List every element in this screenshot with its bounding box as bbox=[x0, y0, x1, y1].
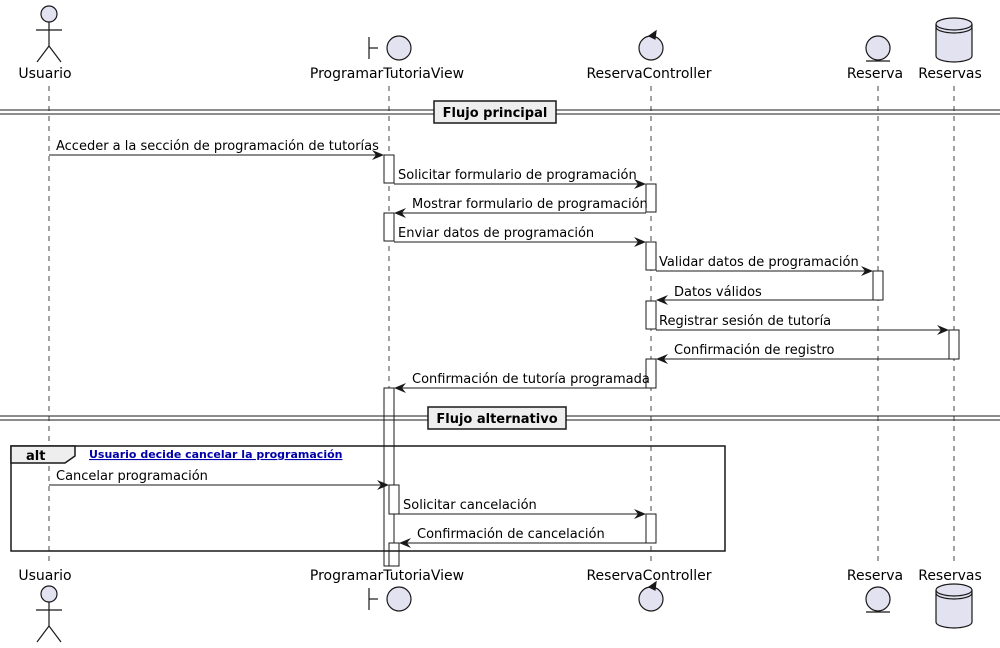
alt-condition: Usuario decide cancelar la programación bbox=[89, 448, 342, 461]
divider-label: Flujo alternativo bbox=[436, 412, 557, 427]
message-label: Solicitar cancelación bbox=[403, 498, 537, 513]
message-label: Datos válidos bbox=[674, 285, 762, 300]
message-label: Registrar sesión de tutoría bbox=[659, 314, 831, 329]
activation-bar bbox=[872, 270, 884, 301]
activation-bar bbox=[645, 300, 657, 330]
message-label: Solicitar formulario de programación bbox=[398, 168, 637, 183]
divider-label: Flujo principal bbox=[443, 106, 548, 121]
participant-footer bbox=[36, 580, 973, 643]
message-label: Confirmación de tutoría programada bbox=[412, 372, 650, 387]
message-label: Mostrar formulario de programación bbox=[412, 197, 648, 212]
message-label: Validar datos de programación bbox=[659, 255, 859, 270]
database-icon bbox=[935, 583, 973, 629]
participant-labels-top: Usuario ProgramarTutoriaView ReservaCont… bbox=[18, 66, 981, 82]
divider-flujo-principal: Flujo principal bbox=[0, 100, 1000, 124]
activation-bar bbox=[645, 241, 657, 271]
database-icon bbox=[935, 17, 973, 63]
participant-label-controller: ReservaController bbox=[586, 66, 711, 82]
message-label: Acceder a la sección de programación de … bbox=[56, 139, 379, 154]
message-label: Confirmación de registro bbox=[674, 343, 835, 358]
message-label: Cancelar programación bbox=[56, 469, 208, 484]
participant-label-controller: ReservaController bbox=[586, 568, 711, 584]
activation-bar bbox=[645, 183, 657, 213]
participant-labels-bottom: Usuario ProgramarTutoriaView ReservaCont… bbox=[18, 568, 981, 584]
activation-bar bbox=[645, 358, 657, 389]
messages bbox=[49, 150, 949, 548]
activation-bar bbox=[645, 513, 657, 544]
message-label: Confirmación de cancelación bbox=[417, 527, 605, 542]
activation-bar bbox=[948, 329, 960, 360]
entity-icon bbox=[865, 35, 891, 62]
participant-label-reserva: Reserva bbox=[847, 66, 903, 82]
participant-label-reservas: Reservas bbox=[918, 66, 982, 82]
activation-bar bbox=[383, 387, 395, 567]
message-labels: Acceder a la sección de programación de … bbox=[56, 139, 859, 542]
alt-keyword: alt bbox=[26, 449, 45, 464]
boundary-icon bbox=[368, 35, 412, 61]
actor-icon bbox=[36, 585, 62, 643]
activation-bar bbox=[383, 154, 395, 184]
control-icon bbox=[638, 29, 664, 61]
activation-bar bbox=[388, 542, 400, 567]
activation-bars bbox=[383, 154, 960, 567]
participant-label-usuario: Usuario bbox=[18, 568, 71, 584]
participant-header bbox=[36, 5, 973, 63]
divider-flujo-alternativo: Flujo alternativo bbox=[0, 406, 1000, 430]
participant-label-usuario: Usuario bbox=[18, 66, 71, 82]
participant-label-reserva: Reserva bbox=[847, 568, 903, 584]
actor-icon bbox=[36, 5, 62, 63]
participant-label-view: ProgramarTutoriaView bbox=[310, 568, 464, 584]
activation-bar bbox=[388, 484, 400, 515]
participant-label-reservas: Reservas bbox=[918, 568, 982, 584]
entity-icon bbox=[865, 586, 891, 613]
control-icon bbox=[638, 580, 664, 612]
message-label: Enviar datos de programación bbox=[398, 226, 594, 241]
participant-label-view: ProgramarTutoriaView bbox=[310, 66, 464, 82]
boundary-icon bbox=[368, 586, 412, 612]
alt-fragment: alt Usuario decide cancelar la programac… bbox=[10, 445, 726, 552]
activation-bar bbox=[383, 212, 395, 242]
